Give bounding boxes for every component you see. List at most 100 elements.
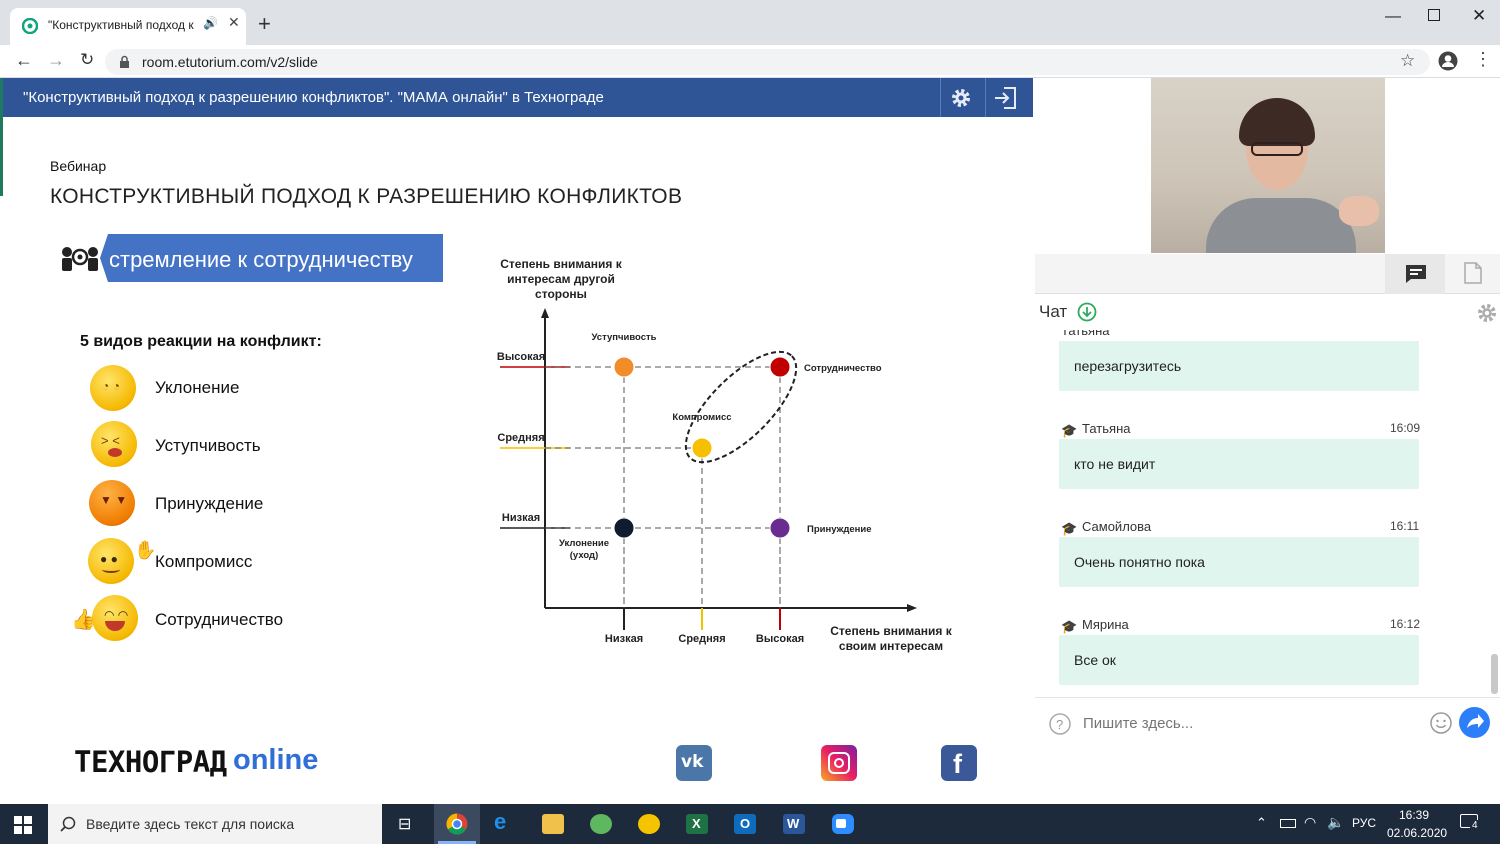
settings-gear-icon[interactable] (949, 86, 973, 110)
excel-icon[interactable]: X (686, 814, 708, 834)
browser-menu-icon[interactable]: ⋮ (1474, 49, 1492, 69)
data-point (613, 517, 635, 539)
x-axis-arrow (907, 604, 917, 612)
cooperation-banner: стремление к сотрудничеству (100, 234, 443, 282)
wifi-icon[interactable]: ◠ (1304, 814, 1317, 830)
zoom-icon[interactable] (832, 814, 854, 834)
instagram-icon[interactable] (821, 745, 857, 781)
webinar-header: "Конструктивный подход к разрешению конф… (3, 78, 1033, 117)
help-icon[interactable]: ? (1049, 713, 1071, 735)
message-time: 16:12 (1390, 617, 1421, 631)
volume-icon[interactable]: 🔈 (1327, 814, 1345, 830)
forward-arrow-icon[interactable]: → (47, 50, 65, 70)
compromise-emoji-icon: ● ● (88, 538, 134, 584)
message-author: Татьяна (1061, 330, 1110, 338)
new-tab-button[interactable]: + (258, 11, 271, 36)
chat-bubble: перезагрузитесь (1059, 341, 1419, 391)
y-axis-arrow (541, 308, 549, 318)
chrome-taskbar-button[interactable] (434, 804, 480, 844)
address-bar[interactable]: room.etutorium.com/v2/slide ☆ (105, 49, 1430, 75)
reaction-label: Сотрудничество (155, 610, 284, 629)
reload-icon[interactable]: ↻ (80, 50, 95, 69)
tab-title: "Конструктивный подход к (48, 18, 194, 32)
y-tick-label: Низкая (502, 512, 540, 524)
battery-icon[interactable] (1280, 819, 1296, 828)
graduate-cap-icon: 🎓 (1061, 423, 1078, 438)
language-indicator[interactable]: РУС (1352, 816, 1377, 830)
1c-icon[interactable] (638, 814, 660, 834)
clock-time[interactable]: 16:39 (1399, 808, 1430, 822)
x-tick-label: Низкая (605, 633, 643, 645)
vk-icon[interactable]: vk (676, 745, 712, 781)
maximize-button[interactable] (1428, 9, 1440, 21)
slide-kicker: Вебинар (50, 158, 107, 174)
data-point (769, 517, 791, 539)
notifications-icon[interactable]: 4 (1460, 814, 1480, 832)
chat-scrollbar[interactable] (1491, 654, 1498, 694)
audio-icon[interactable]: 🔊 (203, 16, 218, 30)
point-label: Уклонение(уход) (559, 538, 609, 561)
app-globe-icon[interactable] (590, 814, 612, 834)
exit-icon[interactable] (992, 85, 1018, 111)
chat-messages: Татьяна перезагрузитесь (1035, 330, 1485, 696)
data-point (769, 356, 791, 378)
tab-close-icon[interactable]: ✕ (228, 14, 240, 30)
download-icon[interactable] (1077, 302, 1097, 322)
reaction-label: Уступчивость (155, 436, 261, 455)
file-explorer-icon[interactable] (542, 814, 564, 834)
chat-tab[interactable] (1385, 254, 1445, 294)
task-view-icon[interactable]: ⊟ (398, 816, 412, 833)
windows-start-icon[interactable] (14, 816, 32, 834)
minimize-button[interactable]: — (1385, 8, 1401, 25)
technograd-logo: ТЕХНОГРАД online (74, 742, 334, 784)
chat-message-input[interactable] (1083, 710, 1413, 736)
message-author: Самойлова (1082, 519, 1152, 534)
page-edge-accent (0, 78, 3, 196)
taskbar-search[interactable]: Введите здесь текст для поиска (48, 804, 382, 844)
thumbs-up-icon: 👍 (71, 609, 96, 631)
send-button[interactable] (1459, 707, 1490, 738)
message-text: Все ок (1074, 652, 1116, 668)
banner-text: стремление к сотрудничеству (109, 247, 413, 272)
svg-text:?: ? (1056, 717, 1063, 732)
message-time: 16:09 (1390, 421, 1421, 435)
data-point (691, 437, 713, 459)
clock-date[interactable]: 02.06.2020 (1387, 826, 1448, 840)
back-arrow-icon[interactable]: ← (15, 50, 33, 70)
outlook-icon[interactable]: O (734, 814, 756, 834)
document-icon[interactable] (1464, 262, 1482, 284)
close-window-button[interactable]: ✕ (1472, 6, 1487, 25)
emoji-picker-icon[interactable] (1430, 712, 1452, 734)
point-label: Сотрудничество (804, 363, 882, 374)
chat-title: Чат (1039, 302, 1068, 321)
reactions-heading: 5 видов реакции на конфликт: (80, 333, 322, 350)
edge-icon[interactable]: e (494, 809, 507, 834)
facebook-icon[interactable]: f (941, 745, 977, 781)
browser-tab[interactable]: "Конструктивный подход к 🔊 ✕ (10, 8, 246, 45)
x-tick-label: Средняя (678, 633, 725, 645)
x-tick-label: Высокая (756, 633, 804, 645)
profile-icon[interactable] (1438, 51, 1458, 71)
windows-taskbar: Введите здесь текст для поиска ⊟ e X O W… (0, 804, 1500, 844)
message-text: кто не видит (1074, 456, 1156, 472)
slide-title: КОНСТРУКТИВНЫЙ ПОДХОД К РАЗРЕШЕНИЮ КОНФЛ… (50, 185, 683, 208)
slide-canvas (3, 117, 1033, 801)
reaction-label: Компромисс (155, 552, 253, 571)
site-favicon-icon (22, 18, 38, 34)
point-label: Компромисс (672, 412, 731, 423)
word-icon[interactable]: W (783, 814, 805, 834)
chat-settings-gear-icon[interactable] (1476, 302, 1498, 324)
bookmark-star-icon[interactable]: ☆ (1400, 51, 1416, 70)
compromise-hand-icon: ✋ (134, 540, 157, 560)
tray-chevron-icon[interactable]: ⌃ (1256, 815, 1267, 830)
chat-bubble: Все ок (1059, 635, 1419, 685)
yielding-emoji-icon: > < (91, 421, 137, 467)
team-people-icon (62, 247, 98, 271)
browser-tab-bar: "Конструктивный подход к 🔊 ✕ + — ✕ (0, 0, 1500, 45)
taskbar-search-text: Введите здесь текст для поиска (86, 816, 295, 832)
chat-bubble: Очень понятно пока (1059, 537, 1419, 587)
logo-text-online: online (233, 744, 319, 776)
